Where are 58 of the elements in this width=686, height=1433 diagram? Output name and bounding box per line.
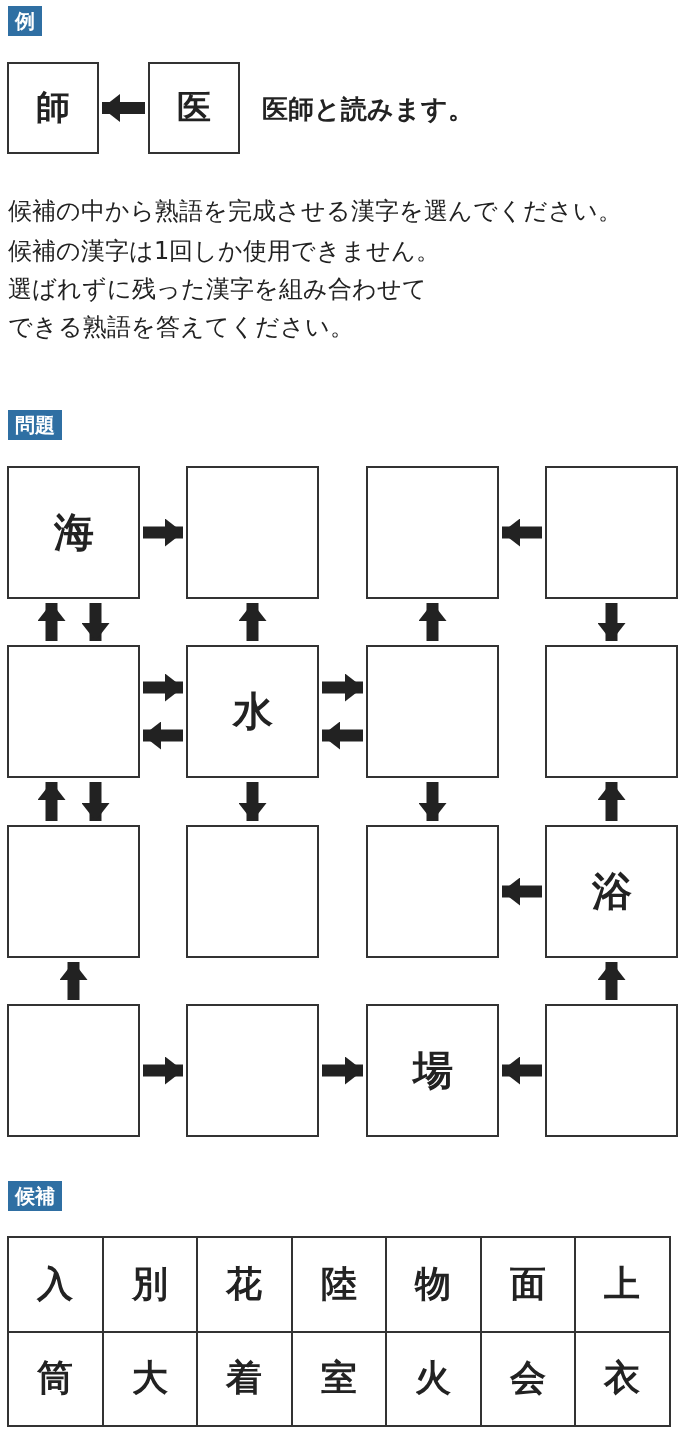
arrow xyxy=(502,877,542,906)
kanji-box xyxy=(186,645,319,778)
blank-box xyxy=(7,825,140,958)
kanji: 医 xyxy=(177,86,211,129)
arrow xyxy=(322,721,363,750)
arrow xyxy=(37,782,66,821)
arrow xyxy=(238,782,267,821)
kanji-box xyxy=(7,466,140,599)
example-note: 医師と読みます。 xyxy=(262,93,474,126)
kanji: 海 xyxy=(53,508,94,557)
kanji-box xyxy=(366,1004,499,1137)
instruction-text: 選ばれずに残った漢字を組み合わせてできる熟語を答えてください。 xyxy=(8,274,428,343)
arrow xyxy=(102,94,145,122)
kanji-box xyxy=(7,62,99,154)
section-tag: 候補 xyxy=(8,1181,62,1211)
arrow xyxy=(597,782,626,821)
blank-box xyxy=(545,1004,678,1137)
section-tag: 問題 xyxy=(8,410,62,440)
section-tag: 例 xyxy=(8,6,42,36)
blank-box xyxy=(186,466,319,599)
arrow xyxy=(143,1056,183,1085)
kanji: 水 xyxy=(232,687,273,736)
arrow xyxy=(238,603,267,641)
arrow xyxy=(143,721,183,750)
arrow xyxy=(81,782,110,821)
kanji: 師 xyxy=(36,86,70,129)
blank-box xyxy=(186,825,319,958)
kanji-box xyxy=(545,825,678,958)
kanji: 場 xyxy=(412,1046,453,1095)
arrow xyxy=(597,603,626,641)
arrow xyxy=(418,782,447,821)
arrow xyxy=(597,962,626,1000)
arrow xyxy=(37,603,66,641)
arrow xyxy=(502,1056,542,1085)
blank-box xyxy=(366,645,499,778)
arrow xyxy=(143,673,183,702)
arrow xyxy=(59,962,88,1000)
table-cell: 衣 xyxy=(574,1330,671,1427)
table-cell: 入 xyxy=(7,1236,104,1333)
blank-box xyxy=(7,1004,140,1137)
kanji: 浴 xyxy=(591,867,632,916)
arrow xyxy=(143,518,183,547)
blank-box xyxy=(366,825,499,958)
table-cell: 上 xyxy=(574,1236,671,1333)
blank-box xyxy=(7,645,140,778)
arrow xyxy=(322,1056,363,1085)
blank-box xyxy=(545,466,678,599)
blank-box xyxy=(186,1004,319,1137)
blank-box xyxy=(366,466,499,599)
table-cell: 筒 xyxy=(7,1330,104,1427)
arrow xyxy=(81,603,110,641)
arrow xyxy=(502,518,542,547)
arrow xyxy=(322,673,363,702)
instruction-text: 候補の中から熟語を完成させる漢字を選んでください。 xyxy=(8,196,622,227)
blank-box xyxy=(545,645,678,778)
kanji-box xyxy=(148,62,240,154)
arrow xyxy=(418,603,447,641)
instruction-text: 候補の漢字は1回しか使用できません。 xyxy=(8,236,441,267)
